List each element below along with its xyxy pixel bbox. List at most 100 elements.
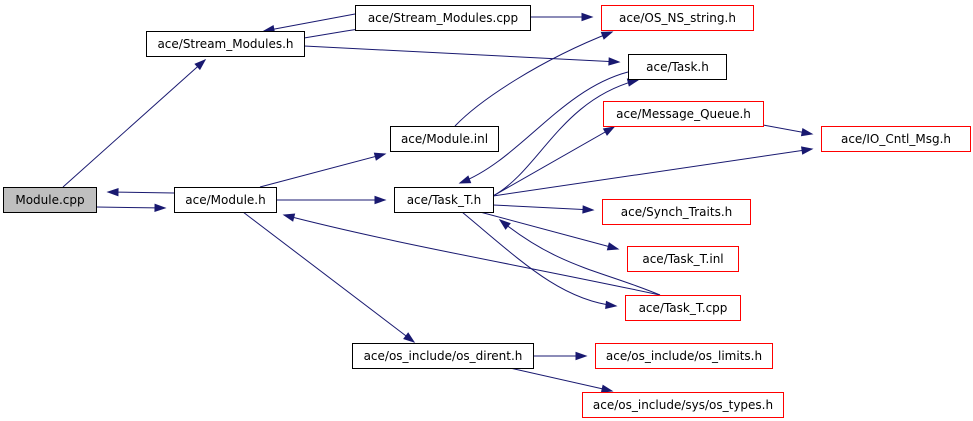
arrowhead-icon — [605, 300, 618, 310]
edge-line — [283, 214, 661, 296]
node-label: ace/Stream_Modules.h — [157, 37, 293, 51]
node-stream_modules_h[interactable]: ace/Stream_Modules.h — [146, 31, 305, 57]
node-label: ace/Task.h — [646, 60, 709, 74]
node-task_t_inl[interactable]: ace/Task_T.inl — [627, 246, 739, 272]
edge-line — [459, 71, 629, 184]
node-label: ace/Task_T.inl — [642, 252, 723, 266]
arrowhead-icon — [106, 187, 119, 197]
node-os_types_h[interactable]: ace/os_include/sys/os_types.h — [582, 392, 784, 418]
node-box[interactable] — [3, 187, 97, 213]
node-io_cntl_msg_h[interactable]: ace/IO_Cntl_Msg.h — [821, 126, 971, 152]
node-label: ace/Task_T.cpp — [639, 301, 728, 315]
arrowhead-icon — [800, 127, 814, 137]
node-os_ns_string_h[interactable]: ace/OS_NS_string.h — [601, 5, 754, 31]
node-box[interactable] — [355, 5, 531, 31]
node-label: ace/OS_NS_string.h — [619, 11, 736, 25]
edge-line — [492, 126, 615, 197]
arrowhead-icon — [800, 146, 814, 155]
edge-line — [509, 367, 613, 392]
edge-line — [499, 219, 661, 296]
node-module_cpp[interactable]: Module.cpp — [3, 187, 97, 213]
node-stream_modules_cpp[interactable]: ace/Stream_Modules.cpp — [355, 5, 531, 31]
edge-task_t_h-to-io_cntl_msg_h — [492, 146, 814, 197]
edge-module_h-to-task_t_h — [276, 195, 387, 205]
node-box[interactable] — [146, 31, 305, 57]
edge-task_t_h-to-task_t_cpp — [461, 211, 618, 310]
node-box[interactable] — [602, 199, 751, 225]
node-box[interactable] — [627, 246, 739, 272]
edge-line — [492, 79, 639, 197]
node-label: ace/Module.inl — [401, 132, 488, 146]
node-module_inl[interactable]: ace/Module.inl — [390, 126, 499, 152]
node-label: ace/IO_Cntl_Msg.h — [841, 132, 951, 146]
edge-line — [454, 31, 613, 127]
node-box[interactable] — [394, 187, 494, 213]
node-message_queue_h[interactable]: ace/Message_Queue.h — [603, 101, 764, 127]
node-box[interactable] — [174, 187, 277, 213]
edge-line — [263, 13, 356, 32]
node-label: ace/Stream_Modules.cpp — [368, 11, 518, 25]
arrowhead-icon — [600, 384, 614, 393]
node-box[interactable] — [390, 126, 499, 152]
arrowhead-icon — [602, 126, 616, 136]
edge-stream_modules_cpp-to-stream_modules_h — [262, 13, 356, 34]
edge-line — [95, 206, 166, 209]
node-label: ace/os_include/os_limits.h — [606, 349, 762, 363]
arrowhead-icon — [626, 78, 640, 87]
edge-task_t_cpp-to-task_t_h — [498, 219, 661, 296]
node-box[interactable] — [821, 126, 971, 152]
edge-line — [107, 191, 175, 194]
node-task_h[interactable]: ace/Task.h — [628, 54, 727, 80]
edge-task_t_h-to-message_queue_h — [492, 126, 616, 197]
node-task_t_h[interactable]: ace/Task_T.h — [394, 187, 494, 213]
edge-line — [461, 211, 617, 307]
edge-line — [259, 153, 386, 188]
node-box[interactable] — [628, 54, 727, 80]
node-box[interactable] — [603, 101, 764, 127]
arrowhead-icon — [606, 242, 620, 251]
node-synch_traits_h[interactable]: ace/Synch_Traits.h — [602, 199, 751, 225]
edges-layer — [62, 12, 814, 393]
edge-module_cpp-to-stream_modules_h — [62, 58, 207, 188]
node-label: ace/Message_Queue.h — [616, 107, 751, 121]
edge-line — [242, 211, 415, 343]
node-box[interactable] — [352, 343, 534, 369]
edge-line — [62, 59, 206, 188]
arrowhead-icon — [282, 213, 296, 222]
edge-task_t_h-to-task_t_inl — [479, 211, 620, 251]
edge-task_t_h-to-task_h — [492, 78, 640, 197]
edge-module_cpp-to-module_h — [95, 203, 167, 213]
arrowhead-icon — [608, 57, 621, 66]
edge-task_t_h-to-synch_traits_h — [492, 204, 595, 214]
edge-line — [492, 148, 813, 197]
node-label: ace/Module.h — [185, 193, 265, 207]
node-module_h[interactable]: ace/Module.h — [174, 187, 277, 213]
node-box[interactable] — [601, 5, 754, 31]
node-label: ace/os_include/sys/os_types.h — [593, 398, 773, 412]
edge-os_dirent_h-to-os_types_h — [509, 367, 614, 393]
node-os_dirent_h[interactable]: ace/os_include/os_dirent.h — [352, 343, 534, 369]
arrowhead-icon — [403, 332, 416, 343]
node-label: ace/Task_T.h — [407, 193, 482, 207]
edge-module_inl-to-os_ns_string_h — [454, 31, 614, 127]
node-task_t_cpp[interactable]: ace/Task_T.cpp — [625, 295, 741, 321]
edge-os_dirent_h-to-os_limits_h — [533, 351, 588, 361]
node-box[interactable] — [595, 343, 773, 369]
edge-task_t_cpp-to-module_h — [282, 213, 661, 296]
node-os_limits_h[interactable]: ace/os_include/os_limits.h — [595, 343, 773, 369]
edge-line — [492, 204, 594, 211]
edge-message_queue_h-to-io_cntl_msg_h — [762, 124, 814, 137]
node-box[interactable] — [625, 295, 741, 321]
node-box[interactable] — [582, 392, 784, 418]
arrowhead-icon — [575, 351, 588, 361]
arrowhead-icon — [373, 152, 387, 161]
arrowhead-icon — [458, 175, 472, 184]
edge-module_h-to-os_dirent_h — [242, 211, 416, 343]
node-label: ace/Synch_Traits.h — [621, 205, 732, 219]
node-label: ace/os_include/os_dirent.h — [364, 349, 523, 363]
arrowhead-icon — [374, 195, 387, 205]
edge-stream_modules_cpp-to-os_ns_string_h — [530, 12, 594, 22]
edge-line — [479, 211, 619, 250]
arrowhead-icon — [581, 12, 594, 22]
